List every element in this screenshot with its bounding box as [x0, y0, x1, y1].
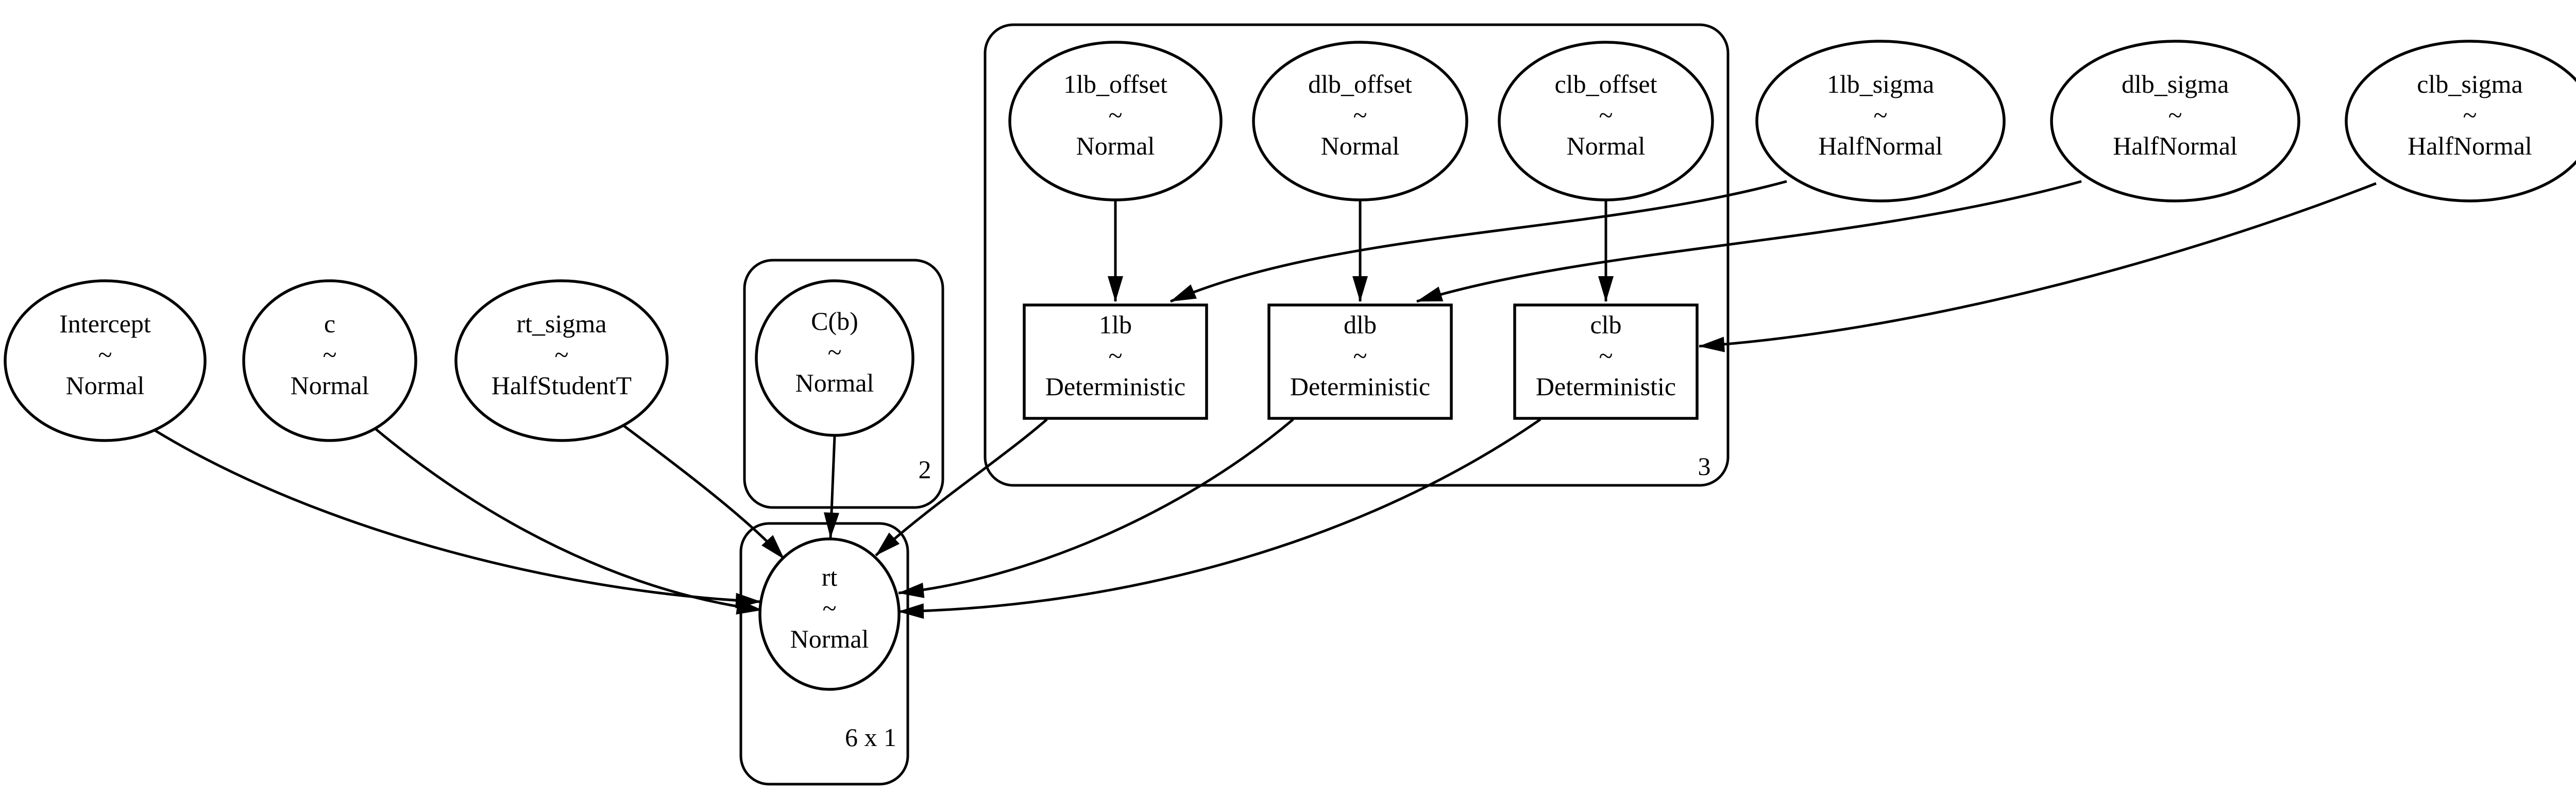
node-dlb_sigma-name: dlb_sigma [2122, 70, 2229, 98]
node-dlb_offset-shape [1252, 41, 1468, 201]
node-cb-dist: Normal [795, 368, 874, 397]
node-dlb-shape [1267, 303, 1453, 420]
tilde-glyph: ~ [1873, 100, 1887, 129]
node-1lb_sigma-shape [1755, 40, 2006, 202]
edge-dlb-rt [898, 418, 1294, 598]
node-clb_offset-dist: Normal [1567, 131, 1646, 160]
node-clb-dist: Deterministic [1536, 372, 1676, 401]
tilde-glyph: ~ [323, 340, 336, 369]
edge-1lb-rt [875, 418, 1048, 556]
node-clb_sigma-shape [2345, 40, 2576, 202]
node-clb-shape [1513, 303, 1699, 420]
node-1lb-name: 1lb [1099, 310, 1132, 339]
node-c-name: c [324, 309, 335, 338]
tilde-glyph: ~ [1353, 100, 1367, 129]
node-rt_sigma-shape [454, 279, 669, 442]
tilde-glyph: ~ [554, 340, 568, 369]
node-intercept-name: Intercept [59, 309, 151, 338]
edge-1lb_sigma-1lb [1170, 180, 1787, 303]
plate-lb: 3 [984, 23, 1730, 487]
node-c-dist: Normal [291, 371, 369, 400]
node-dlb-dist: Deterministic [1290, 372, 1430, 401]
node-c-shape [242, 279, 417, 442]
node-dlb_sigma: dlb_sigma ~ HalfNormal [2050, 40, 2300, 202]
plate-cb-border [743, 259, 944, 509]
node-rt: rt ~ Normal [758, 537, 901, 691]
node-rt-shape [758, 537, 901, 691]
node-cb-shape [755, 279, 914, 437]
node-clb_sigma: clb_sigma ~ HalfNormal [2345, 40, 2576, 202]
node-1lb-shape [1023, 303, 1208, 420]
edges [154, 180, 2377, 619]
plate-lb-border [984, 23, 1730, 487]
node-dlb_offset-name: dlb_offset [1308, 70, 1412, 98]
tilde-glyph: ~ [1353, 341, 1367, 370]
node-cb-name: C(b) [811, 307, 858, 335]
node-1lb: 1lb ~ Deterministic [1023, 303, 1208, 420]
node-dlb_offset: dlb_offset ~ Normal [1252, 41, 1468, 201]
tilde-glyph: ~ [1599, 100, 1613, 129]
edge-rt_sigma-rt [620, 422, 785, 560]
node-dlb: dlb ~ Deterministic [1267, 303, 1453, 420]
node-rt-name: rt [822, 563, 838, 591]
node-rt-dist: Normal [790, 624, 869, 653]
node-clb_offset-name: clb_offset [1554, 70, 1657, 98]
node-clb_offset: clb_offset ~ Normal [1498, 41, 1714, 201]
node-1lb-dist: Deterministic [1045, 372, 1185, 401]
node-rt_sigma-dist: HalfStudentT [492, 371, 632, 400]
plate-rt-label: 6 x 1 [845, 723, 896, 752]
node-intercept-shape [4, 279, 207, 442]
node-clb-name: clb [1590, 310, 1621, 339]
node-1lb_offset-name: 1lb_offset [1063, 70, 1167, 98]
node-c: c ~ Normal [242, 279, 417, 442]
tilde-glyph: ~ [1108, 341, 1122, 370]
node-1lb_sigma: 1lb_sigma ~ HalfNormal [1755, 40, 2006, 202]
node-dlb_sigma-dist: HalfNormal [2113, 131, 2238, 160]
tilde-glyph: ~ [2463, 100, 2477, 129]
node-intercept: Intercept ~ Normal [4, 279, 207, 442]
node-clb: clb ~ Deterministic [1513, 303, 1699, 420]
edge-clb_sigma-clb [1699, 182, 2377, 352]
plate-rt: 6 x 1 [739, 522, 909, 786]
node-dlb_offset-dist: Normal [1321, 131, 1400, 160]
edge-c-rt [373, 427, 762, 615]
tilde-glyph: ~ [2168, 100, 2182, 129]
node-intercept-dist: Normal [66, 371, 145, 400]
plate-lb-label: 3 [1698, 452, 1711, 481]
edge-dlb_sigma-dlb [1416, 180, 2082, 303]
node-rt_sigma: rt_sigma ~ HalfStudentT [454, 279, 669, 442]
tilde-glyph: ~ [822, 594, 836, 622]
tilde-glyph: ~ [98, 340, 112, 369]
edge-clb-rt [898, 418, 1541, 619]
tilde-glyph: ~ [1599, 341, 1613, 370]
node-1lb_sigma-name: 1lb_sigma [1827, 70, 1934, 98]
node-cb: C(b) ~ Normal [755, 279, 914, 437]
node-1lb_offset-dist: Normal [1076, 131, 1155, 160]
node-dlb_sigma-shape [2050, 40, 2300, 202]
node-clb_offset-shape [1498, 41, 1714, 201]
node-clb_sigma-name: clb_sigma [2417, 70, 2523, 98]
tilde-glyph: ~ [827, 337, 841, 366]
node-1lb_sigma-dist: HalfNormal [1818, 131, 1943, 160]
node-1lb_offset: 1lb_offset ~ Normal [1008, 41, 1223, 201]
edge-cb-rt [823, 435, 839, 538]
plate-cb: 2 [743, 259, 944, 509]
plate-cb-label: 2 [919, 455, 931, 484]
node-rt_sigma-name: rt_sigma [517, 309, 607, 338]
edge-intercept-rt [154, 429, 761, 608]
node-1lb_offset-shape [1008, 41, 1223, 201]
node-dlb-name: dlb [1344, 310, 1377, 339]
tilde-glyph: ~ [1108, 100, 1122, 129]
node-clb_sigma-dist: HalfNormal [2408, 131, 2532, 160]
